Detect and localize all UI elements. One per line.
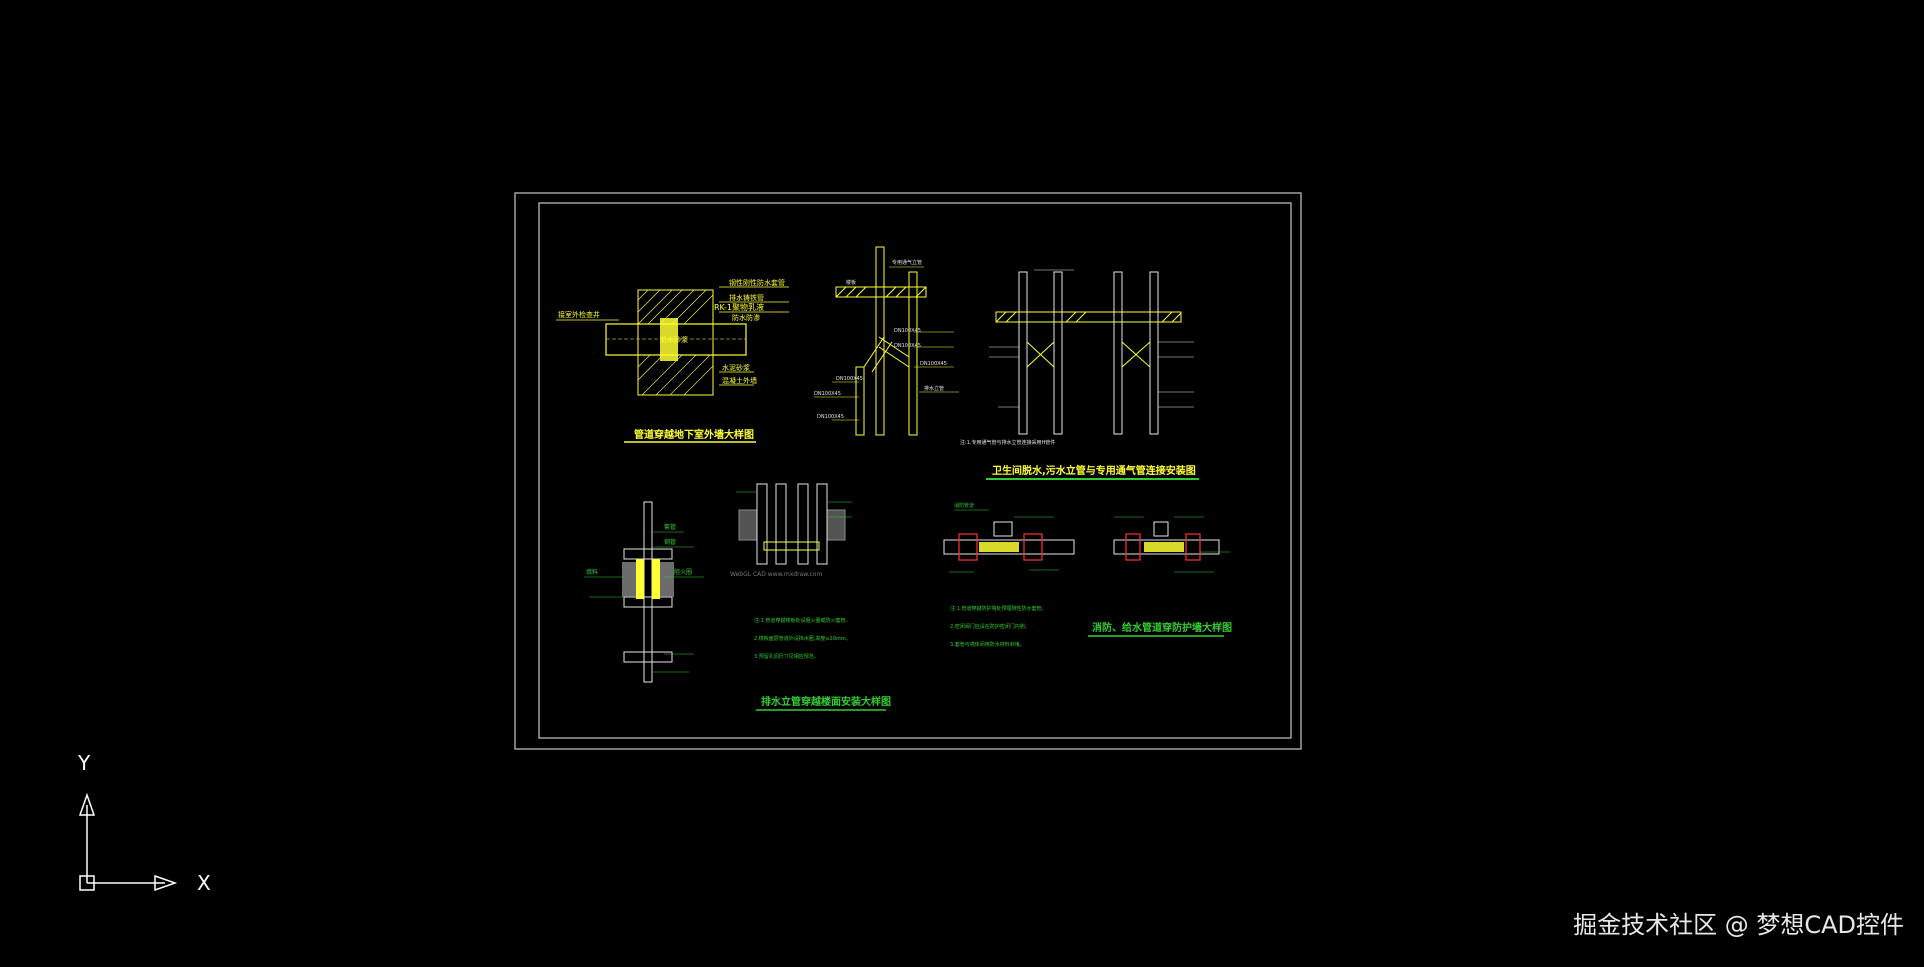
label-dn-a: DN100X45	[894, 328, 921, 334]
label-floor-slab: 楼板	[846, 279, 856, 286]
label-casing: 套管	[664, 523, 676, 531]
note-fire-3: 3.套管与墙体间用防水材料封堵。	[950, 641, 1025, 648]
note-riser-1: 注:1.管道穿越楼板处设阻火圈或防火套管。	[754, 617, 850, 624]
title-sanitary-riser: 卫生间脱水,污水立管与专用通气管连接安装图	[992, 464, 1196, 477]
label-waterproof-mortar: 防水砂浆	[660, 335, 688, 344]
label-outdoor-well: 接室外检查井	[558, 310, 600, 319]
label-cement-mortar: 水泥砂浆	[722, 363, 750, 372]
cad-drawing-sheet: 钢性刚性防水套管 排水铸铁管 RK-1聚物乳液 防水防渗 防水砂浆 水泥砂浆 混…	[514, 192, 1302, 750]
label-steel-pipe: 钢管	[664, 538, 676, 546]
notes-riser: 注:1.管道穿越楼板处设阻火圈或防火套管。 2.楼板面层管道外设挡水圈,高度≥2…	[754, 617, 851, 660]
label-fill: 填料	[586, 568, 598, 576]
title-fire-pipe: 消防、给水管道穿防护墙大样图	[1092, 621, 1232, 634]
community-watermark: 掘金技术社区 @ 梦想CAD控件	[1573, 911, 1904, 939]
label-vent-pipe: 专用通气立管	[892, 259, 922, 266]
note-sanitary: 注:1.专用通气管与排水立管连接采用H管件	[960, 439, 1055, 446]
sheet-inner-frame	[538, 202, 1292, 739]
label-dn-f: DN100X45	[817, 414, 844, 420]
note-riser-2: 2.楼板面层管道外设挡水圈,高度≥20mm。	[754, 635, 851, 642]
label-dn-b: DN100X45	[894, 343, 921, 349]
detail-sanitary-riser	[814, 246, 959, 436]
label-concrete-wall: 混凝土外墙	[722, 376, 757, 385]
watermark-small: WebGL CAD www.mxdraw.com	[730, 571, 822, 578]
note-fire-1: 注:1.管道穿越防护墙处预埋刚性防水套管。	[950, 605, 1046, 612]
detail-double-riser	[989, 269, 1194, 435]
ucs-x-label: X	[197, 871, 211, 895]
label-drain-riser: 排水立管	[924, 385, 944, 392]
label-drain-pipe: 排水铸铁管	[729, 293, 764, 302]
label-anti-leak: 防水防渗	[732, 313, 760, 322]
title-basement-wall: 管道穿越地下室外墙大样图	[634, 428, 754, 441]
title-riser-floor: 排水立管穿越楼面安装大样图	[761, 695, 891, 708]
label-waterproof-casing: 钢性刚性防水套管	[729, 278, 785, 287]
detail-basement-wall: 钢性刚性防水套管 排水铸铁管 RK-1聚物乳液 防水防渗 防水砂浆 水泥砂浆 混…	[556, 278, 789, 443]
notes-fire: 注:1.管道穿越防护墙处预埋刚性防水套管。 2.密闭阀门应设在防护密闭门内侧。 …	[950, 605, 1046, 648]
label-rk1-sealant: RK-1聚物乳液	[714, 302, 764, 312]
detail-sanitary-riser-labels: 专用通气立管 楼板 DN100X45 DN100X45 DN100X45 排水立…	[814, 259, 947, 420]
detail-riser-floor: 套管 钢管 阻火圈 填料 排水立管穿越楼面安装大样图	[584, 501, 891, 711]
label-dn-e: DN100X45	[814, 391, 841, 397]
ucs-y-label: Y	[77, 751, 91, 775]
ucs-icon: Y X	[77, 751, 211, 895]
label-fire-pipe: 消防管道	[954, 502, 974, 509]
note-fire-2: 2.密闭阀门应设在防护密闭门内侧。	[950, 623, 1030, 630]
label-wall-plug: 阻火圈	[674, 568, 692, 576]
detail-riser-section	[736, 483, 852, 565]
label-dn-c: DN100X45	[920, 361, 947, 367]
label-dn-d: DN100X45	[836, 376, 863, 382]
detail-fire-pipe: 消防管道 注:1.管道穿越防护墙处预埋刚性防水套管。 2.密闭阀门应设在防护密闭…	[943, 502, 1232, 648]
sheet-outer-frame	[514, 192, 1302, 750]
note-riser-3: 3.预留孔洞尺寸见相应规范。	[754, 653, 819, 660]
